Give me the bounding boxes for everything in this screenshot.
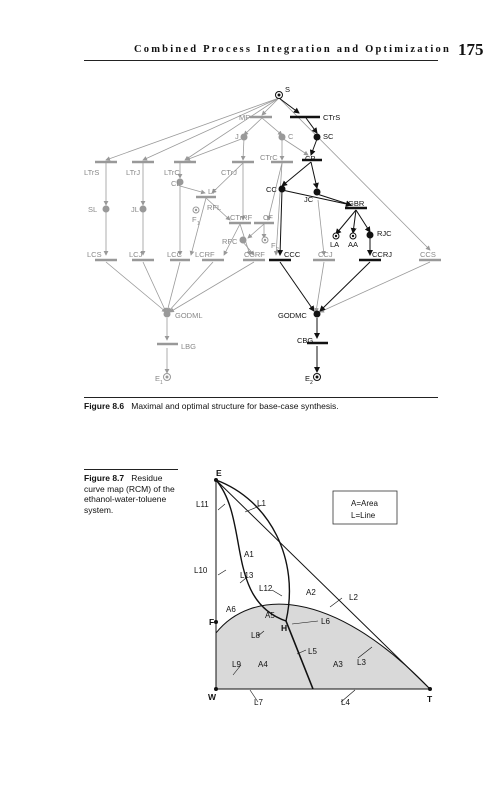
gray-edges [103, 97, 431, 374]
label-SL: SL [88, 205, 97, 214]
line-label-L2: L2 [349, 593, 358, 602]
label-AA: AA [348, 240, 358, 249]
triangle-edges [215, 479, 431, 690]
legend-line: L=Line [351, 511, 376, 520]
label-CTrJ: CTrJ [221, 168, 237, 177]
optimal-edges [277, 97, 373, 373]
header-rule [84, 60, 438, 61]
label-LF: LF [208, 187, 217, 196]
label-LTrS: LTrS [84, 168, 99, 177]
label-E2: E [305, 374, 310, 383]
label-LTrJ: LTrJ [126, 168, 140, 177]
label-LCS: LCS [87, 250, 102, 259]
figure-87-caption-text: Residue curve map (RCM) of the ethanol-w… [84, 473, 175, 515]
label-CL: CL [171, 179, 181, 188]
label-LTrC: LTrC [164, 168, 180, 177]
vertex-label-W: W [208, 692, 217, 702]
label-GODMC: GODMC [278, 311, 307, 320]
legend-area: A=Area [351, 499, 378, 508]
area-label-A4: A4 [258, 660, 268, 669]
line-label-L7: L7 [254, 698, 263, 707]
label-LCJ: LCJ [129, 250, 143, 259]
label-CTrC: CTrC [260, 153, 278, 162]
line-label-L12: L12 [259, 584, 273, 593]
label-E2-sub: 2 [310, 380, 313, 386]
label-F1: F [192, 215, 197, 224]
line-label-L10: L10 [194, 566, 208, 575]
process-network-figure: MP J C LTrS LTrJ LTrC CTrJ CTrC CL LF SL… [84, 85, 441, 386]
label-F2-sub: 2 [276, 247, 279, 253]
vertex-label-F: F [209, 617, 214, 627]
line-label-L4: L4 [341, 698, 350, 707]
figure-87-caption-rule [84, 469, 178, 470]
boundary-curves [215, 479, 431, 690]
line-label-L9: L9 [232, 660, 241, 669]
label-RFC: RFC [222, 237, 238, 246]
optimal-operating-units [269, 115, 381, 345]
label-C: C [288, 132, 294, 141]
material-nodes [102, 91, 374, 381]
label-RFL: RFL [207, 203, 221, 212]
label-CP: CP [305, 154, 315, 163]
label-CCRF: CCRF [244, 250, 265, 259]
line-label-L6: L6 [321, 617, 330, 626]
line-label-L11: L11 [196, 500, 209, 509]
running-header-title: Combined Process Integration and Optimiz… [134, 44, 451, 55]
figure-86-caption-text: Maximal and optimal structure for base-c… [131, 401, 339, 411]
figure-86-label: Figure 8.6 [84, 401, 125, 411]
gray-operating-units [95, 115, 441, 346]
label-GODML: GODML [175, 311, 203, 320]
area-label-A2: A2 [306, 588, 316, 597]
label-E1: E [155, 374, 160, 383]
label-CBG: CBG [297, 336, 313, 345]
area-label-A1: A1 [244, 550, 254, 559]
line-label-L3: L3 [357, 658, 366, 667]
label-E1-sub: 1 [160, 380, 163, 386]
label-LBG: LBG [181, 342, 196, 351]
label-CCS: CCS [420, 250, 436, 259]
leader-lines [217, 503, 373, 703]
label-MP: MP [239, 113, 250, 122]
shaded-region [216, 604, 430, 689]
figure-87-caption: Figure 8.7 Residue curve map (RCM) of th… [84, 473, 184, 515]
label-CCC: CCC [284, 250, 301, 259]
line-label-L13: L13 [240, 571, 254, 580]
vertex-label-H: H [281, 623, 287, 633]
label-J: J [235, 132, 239, 141]
label-F1-sub: 1 [197, 221, 200, 227]
label-CTrS: CTrS [323, 113, 340, 122]
label-CF: CF [263, 213, 273, 222]
vertex-label-T: T [427, 694, 433, 704]
label-F2: F [271, 241, 276, 250]
label-JL: JL [131, 205, 139, 214]
label-GBR: GBR [348, 199, 365, 208]
vertex-label-E: E [216, 468, 222, 478]
label-JC: JC [304, 195, 314, 204]
legend-box [332, 490, 398, 525]
figure-86-caption: Figure 8.6 Maximal and optimal structure… [84, 401, 339, 411]
vertex-markers [214, 478, 432, 691]
label-SC: SC [323, 132, 334, 141]
label-CTrRF: CTrRF [230, 213, 253, 222]
area-label-A3: A3 [333, 660, 343, 669]
label-LA: LA [330, 240, 339, 249]
page-number: 175 [458, 40, 484, 59]
label-LCC: LCC [167, 250, 183, 259]
figure-87-label: Figure 8.7 [84, 473, 125, 483]
label-LCRF: LCRF [195, 250, 215, 259]
line-label-L1: L1 [257, 499, 266, 508]
area-label-A5: A5 [265, 611, 275, 620]
label-CCRJ: CCRJ [372, 250, 392, 259]
figure-86-caption-rule [84, 397, 438, 398]
label-RJC: RJC [377, 229, 392, 238]
label-CCJ: CCJ [318, 250, 333, 259]
line-label-L5: L5 [308, 647, 317, 656]
label-CC: CC [266, 185, 277, 194]
line-label-L8: L8 [251, 631, 260, 640]
label-S: S [285, 85, 290, 94]
area-label-A6: A6 [226, 605, 236, 614]
